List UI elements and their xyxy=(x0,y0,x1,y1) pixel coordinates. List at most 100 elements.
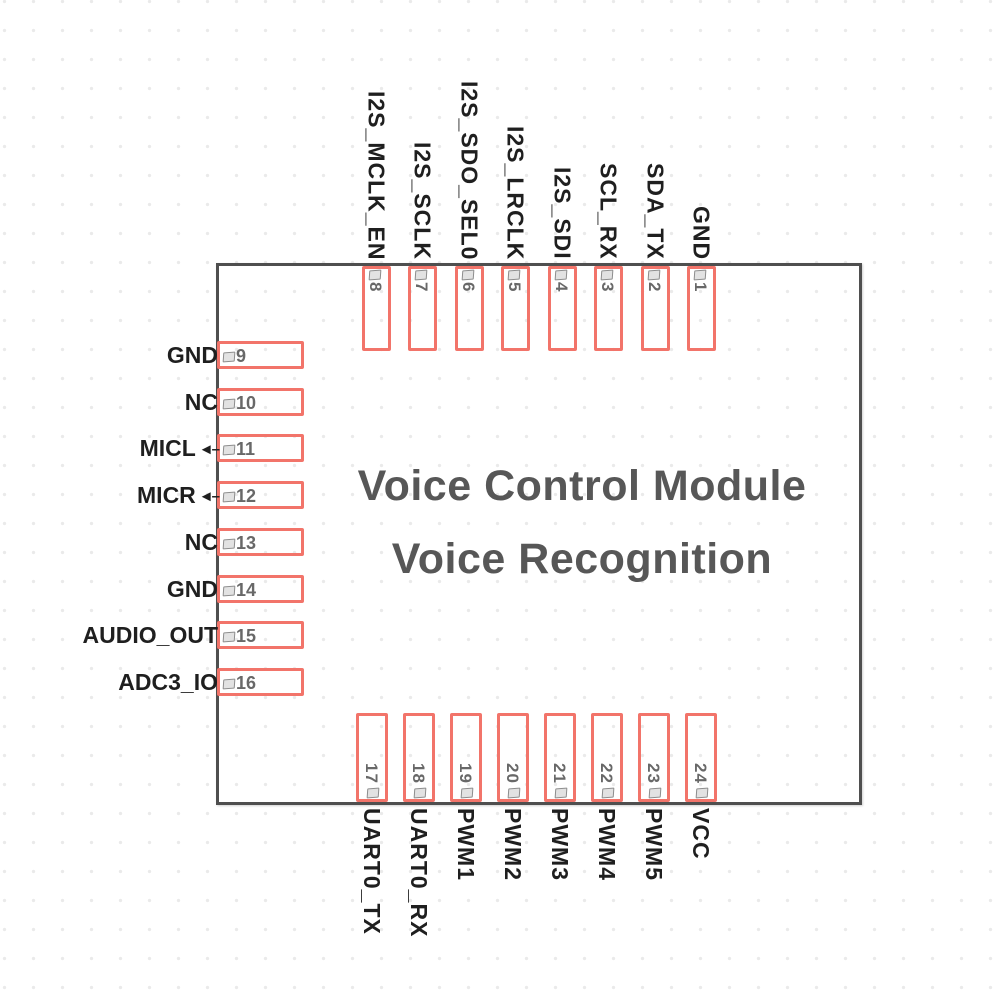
pin-pad-icon xyxy=(368,269,382,281)
pin-bottom-20: 20 xyxy=(497,713,529,802)
pin-pad-icon xyxy=(222,678,236,690)
pin-top-2: 2 xyxy=(641,266,670,351)
pin-label-i2s_lrclk: I2S_LRCLK xyxy=(502,125,529,260)
pin-bottom-21: 21 xyxy=(544,713,576,802)
pin-number: 8 xyxy=(366,282,385,293)
pin-bottom-18: 18 xyxy=(403,713,435,802)
pin-label-text: AUDIO_OUT xyxy=(82,622,218,648)
pin-label-gnd: GND xyxy=(167,575,218,603)
pin-label-pwm2: PWM2 xyxy=(500,808,526,881)
pin-top-3: 3 xyxy=(594,266,623,351)
pin-pad-icon xyxy=(507,269,521,281)
pin-label-vcc: VCC xyxy=(688,808,714,860)
pin-label-text: GND xyxy=(166,342,218,368)
pin-label-text: ADC3_IO xyxy=(118,669,218,695)
pin-top-8: 8 xyxy=(362,266,391,351)
pin-label-gnd: GND xyxy=(688,205,715,260)
pin-number: 17 xyxy=(362,763,381,784)
pin-label-text: MICL xyxy=(139,435,196,461)
pin-pad-icon xyxy=(693,269,707,281)
pin-top-6: 6 xyxy=(455,266,484,351)
pin-top-7: 7 xyxy=(408,266,437,351)
pin-label-text: GND xyxy=(166,576,218,602)
pin-label-i2s_sdo_sel0: I2S_SDO_SEL0 xyxy=(456,80,483,260)
pin-pad-icon xyxy=(222,398,236,410)
pin-bottom-17: 17 xyxy=(356,713,388,802)
pin-bottom-24: 24 xyxy=(685,713,717,802)
pin-label-nc: NC xyxy=(185,388,218,416)
pin-number: 18 xyxy=(409,763,428,784)
pin-pad-icon xyxy=(460,787,474,799)
pin-bottom-19: 19 xyxy=(450,713,482,802)
pin-number: 13 xyxy=(236,533,257,553)
pin-label-pwm4: PWM4 xyxy=(594,808,620,881)
pin-label-uart0_tx: UART0_TX xyxy=(359,808,385,935)
pin-number: 6 xyxy=(459,282,478,293)
pin-label-i2s_sdi: I2S_SDI xyxy=(549,167,576,260)
chip-title: Voice Control Module Voice Recognition xyxy=(332,450,832,596)
pin-label-audio_out: AUDIO_OUT xyxy=(83,621,218,649)
pin-left-12: 12 xyxy=(217,481,304,509)
pin-pad-icon xyxy=(222,351,236,363)
pin-number: 21 xyxy=(550,763,569,784)
pin-pad-icon xyxy=(695,787,709,799)
pin-label-gnd: GND xyxy=(167,341,218,369)
pin-left-13: 13 xyxy=(217,528,304,556)
pin-top-5: 5 xyxy=(501,266,530,351)
pin-pad-icon xyxy=(554,269,568,281)
pin-number: 15 xyxy=(236,626,257,646)
pin-left-9: 9 xyxy=(217,341,304,369)
pin-pad-icon xyxy=(601,787,615,799)
input-arrow-icon: ◄– xyxy=(198,441,220,458)
pin-label-i2s_sclk: I2S_SCLK xyxy=(409,142,436,260)
pin-left-14: 14 xyxy=(217,575,304,603)
pin-label-text: NC xyxy=(184,529,218,555)
pin-label-adc3_io: ADC3_IO xyxy=(118,668,218,696)
pin-label-text: NC xyxy=(184,389,218,415)
pin-left-11: 11 xyxy=(217,434,304,462)
pin-number: 9 xyxy=(236,346,247,366)
pin-top-4: 4 xyxy=(548,266,577,351)
pin-pad-icon xyxy=(222,538,236,550)
pin-left-15: 15 xyxy=(217,621,304,649)
chip-title-line1: Voice Control Module xyxy=(357,462,807,510)
pin-pad-icon xyxy=(222,585,236,597)
pin-pad-icon xyxy=(222,631,236,643)
pin-number: 2 xyxy=(645,282,664,293)
pin-pad-icon xyxy=(554,787,568,799)
pin-number: 10 xyxy=(236,393,257,413)
pin-pad-icon xyxy=(461,269,475,281)
pin-label-sda_tx: SDA_TX xyxy=(642,163,669,260)
pin-number: 5 xyxy=(505,282,524,293)
pin-left-10: 10 xyxy=(217,388,304,416)
pin-label-nc: NC xyxy=(185,528,218,556)
pin-label-micl: MICL◄– xyxy=(139,434,220,464)
pin-number: 19 xyxy=(456,763,475,784)
pin-number: 4 xyxy=(552,282,571,293)
pin-number: 16 xyxy=(236,673,257,693)
pin-label-i2s_mclk_en: I2S_MCLK_EN xyxy=(363,90,390,260)
pin-label-pwm5: PWM5 xyxy=(641,808,667,881)
pin-label-text: MICR xyxy=(137,482,196,508)
pin-label-scl_rx: SCL_RX xyxy=(595,163,622,260)
pin-bottom-22: 22 xyxy=(591,713,623,802)
pin-pad-icon xyxy=(600,269,614,281)
pin-number: 20 xyxy=(503,763,522,784)
pin-bottom-23: 23 xyxy=(638,713,670,802)
pin-pad-icon xyxy=(507,787,521,799)
pin-pad-icon xyxy=(413,787,427,799)
pin-number: 14 xyxy=(236,580,257,600)
pin-label-micr: MICR◄– xyxy=(137,481,220,511)
input-arrow-icon: ◄– xyxy=(198,488,220,505)
pin-pad-icon xyxy=(222,444,236,456)
pin-pad-icon xyxy=(648,787,662,799)
pin-number: 24 xyxy=(691,763,710,784)
pin-number: 11 xyxy=(236,439,256,459)
pin-label-pwm3: PWM3 xyxy=(547,808,573,881)
pin-number: 3 xyxy=(598,282,617,293)
pin-pad-icon xyxy=(647,269,661,281)
pin-label-uart0_rx: UART0_RX xyxy=(406,808,432,938)
pin-number: 12 xyxy=(236,486,257,506)
pin-number: 22 xyxy=(597,763,616,784)
